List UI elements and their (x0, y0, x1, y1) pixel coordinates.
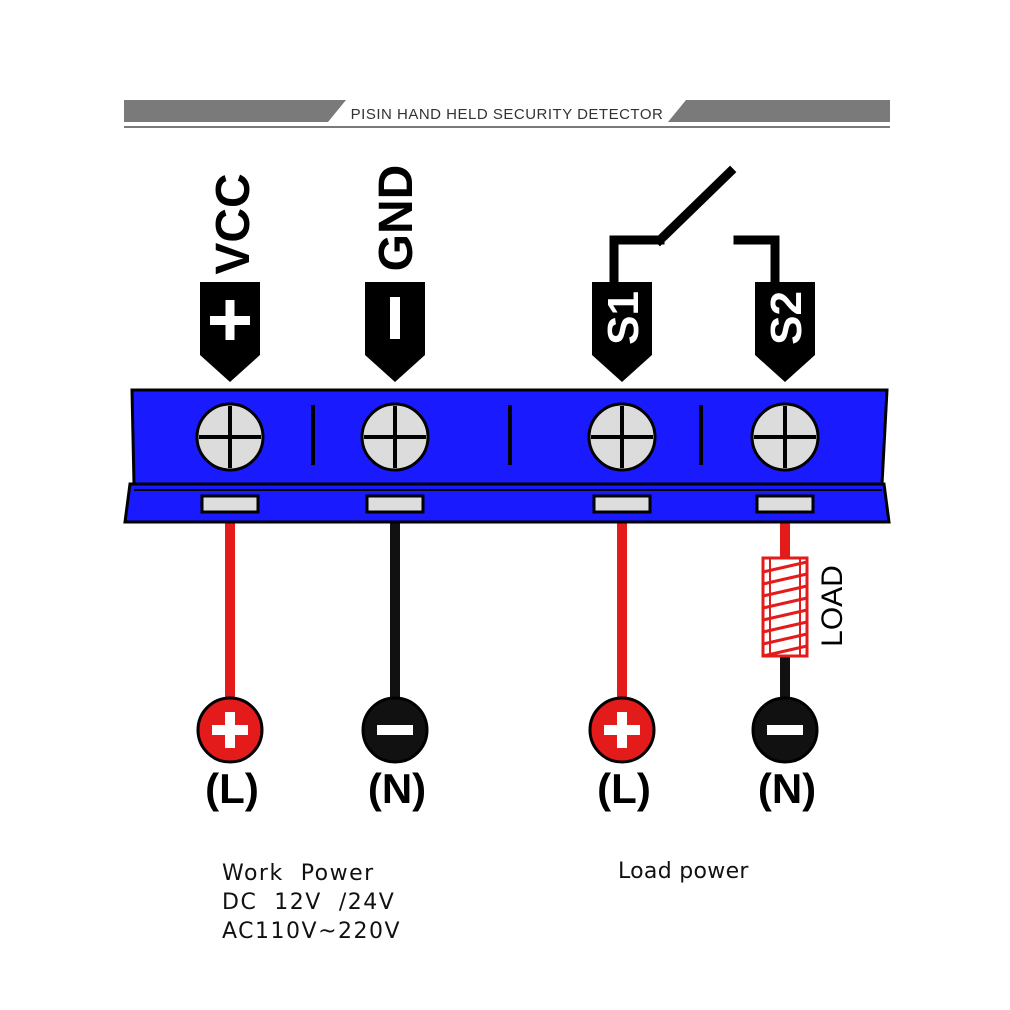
terminal-label-gnd: GND (370, 165, 423, 272)
screw-gnd (360, 402, 430, 472)
clamp-vcc (200, 494, 260, 514)
node-label-gnd: (N) (368, 765, 426, 812)
load-power-caption: Load power (618, 857, 749, 886)
node-label-s1: (L) (597, 765, 651, 812)
work-power-line: AC110V~220V (222, 919, 402, 944)
clamp-s2 (755, 494, 815, 514)
work-power-caption: Work Power DC 12V /24V AC110V~220V (222, 859, 401, 946)
clamp-gnd (365, 494, 425, 514)
banner-title: PISIN HAND HELD SECURITY DETECTOR (351, 106, 664, 123)
load-resistor-icon (761, 556, 809, 658)
banner: PISIN HAND HELD SECURITY DETECTOR (124, 100, 890, 128)
load-power-line: Load power (618, 859, 749, 884)
terminal-tag-gnd (365, 282, 425, 382)
terminal-tag-s1 (592, 282, 652, 382)
node-gnd-neutral-minus-icon (361, 696, 429, 764)
wires (225, 512, 790, 700)
node-s2-neutral-minus-icon (751, 696, 819, 764)
relay-switch-icon (609, 165, 780, 287)
node-label-vcc: (L) (205, 765, 259, 812)
node-s1-live-plus-icon (588, 696, 656, 764)
work-power-line: DC 12V /24V (222, 890, 396, 915)
screw-s2 (750, 402, 820, 472)
node-vcc-live-plus-icon (196, 696, 264, 764)
terminal-label-s2: S2 (762, 291, 811, 345)
terminal-tag-s2 (755, 282, 815, 382)
terminal-tag-vcc (200, 282, 260, 382)
screw-vcc (195, 402, 265, 472)
work-power-line: Work Power (222, 861, 375, 886)
node-label-s2: (N) (758, 765, 816, 812)
screw-s1 (587, 402, 657, 472)
terminal-label-vcc: VCC (207, 173, 260, 274)
clamp-s1 (592, 494, 652, 514)
terminal-block (123, 388, 891, 524)
terminal-label-s1: S1 (599, 291, 648, 345)
load-label: LOAD (816, 565, 849, 647)
